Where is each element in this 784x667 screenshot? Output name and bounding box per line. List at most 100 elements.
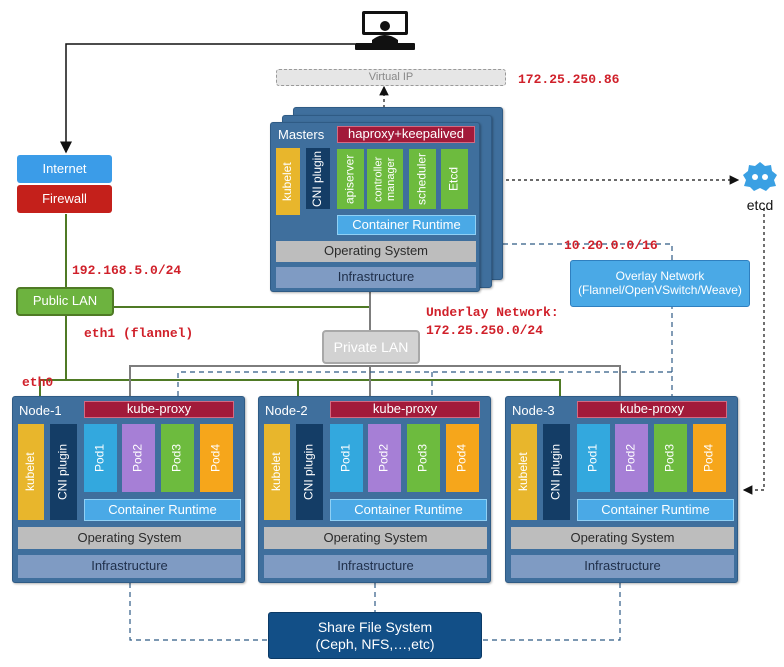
eth1-label: eth1 (flannel)	[84, 326, 194, 341]
infrastructure-label: Infrastructure	[584, 558, 661, 574]
pod4-box: Pod4	[693, 424, 726, 492]
private-lan-box: Private LAN	[322, 330, 420, 364]
virtual-ip-address: 172.25.250.86	[518, 72, 620, 87]
controller-manager-box: controller manager	[367, 149, 403, 209]
overlay-to-masters	[500, 243, 673, 260]
internet-label: Internet	[42, 160, 87, 176]
overlay-line2: (Flannel/OpenVSwitch/Weave)	[578, 282, 742, 297]
node-2-panel: Node-2 kube-proxy kubelet CNI plugin Pod…	[258, 396, 491, 583]
pod3-box: Pod3	[654, 424, 687, 492]
container-runtime-box: Container Runtime	[330, 499, 487, 521]
share-fs-line2: (Ceph, NFS,…,etc)	[315, 635, 435, 652]
infrastructure-label: Infrastructure	[337, 558, 414, 574]
masters-infra-label: Infrastructure	[337, 269, 415, 285]
controller-manager-label: controller manager	[372, 156, 397, 202]
kube-proxy-label: kube-proxy	[126, 401, 192, 417]
etcd-to-node3-line	[742, 208, 765, 495]
pod2-box: Pod2	[368, 424, 401, 492]
eth0-line	[40, 379, 561, 396]
container-runtime-label: Container Runtime	[601, 501, 710, 517]
public-lan-box: Public LAN	[16, 287, 114, 316]
masters-cni-label: CNI plugin	[310, 150, 325, 207]
eth0-label: eth0	[22, 375, 54, 390]
pod1-label: Pod1	[338, 443, 353, 473]
pod3-box: Pod3	[161, 424, 194, 492]
infrastructure-box: Infrastructure	[264, 555, 487, 578]
pod3-label: Pod3	[169, 443, 184, 473]
haproxy-label: haproxy+keepalived	[348, 126, 464, 142]
masters-cni-plugin: CNI plugin	[306, 148, 330, 209]
private-lan-line	[129, 365, 621, 396]
infrastructure-label: Infrastructure	[91, 558, 168, 574]
container-runtime-box: Container Runtime	[577, 499, 734, 521]
pod1-box: Pod1	[84, 424, 117, 492]
internet-box: Internet	[17, 155, 112, 183]
infrastructure-box: Infrastructure	[511, 555, 734, 578]
firewall-label: Firewall	[42, 190, 87, 206]
scheduler-box: scheduler	[409, 149, 436, 209]
apiserver-box: apiserver	[337, 149, 364, 209]
masters-operating-system: Operating System	[276, 241, 476, 262]
underlay-line2: 172.25.250.0/24	[426, 323, 544, 338]
kube-proxy-box: kube-proxy	[577, 401, 727, 418]
share-file-system-box: Share File System (Ceph, NFS,…,etc)	[268, 612, 482, 659]
infrastructure-box: Infrastructure	[18, 555, 241, 578]
kubelet-label: kubelet	[516, 452, 531, 492]
kube-proxy-label: kube-proxy	[619, 401, 685, 417]
cni-plugin-box: CNI plugin	[296, 424, 323, 520]
pod4-label: Pod4	[454, 443, 469, 473]
etcd-logo: etcd	[740, 160, 780, 213]
kubelet-box: kubelet	[18, 424, 44, 520]
cni-plugin-label: CNI plugin	[301, 443, 316, 501]
container-runtime-label: Container Runtime	[354, 501, 463, 517]
pod2-label: Pod2	[130, 443, 145, 473]
etcd-logo-label: etcd	[746, 197, 774, 213]
masters-kubelet-label: kubelet	[280, 162, 295, 201]
etcd-icon	[743, 162, 777, 191]
kube-proxy-box: kube-proxy	[84, 401, 234, 418]
masters-os-label: Operating System	[323, 243, 429, 259]
container-runtime-box: Container Runtime	[84, 499, 241, 521]
operating-system-label: Operating System	[323, 529, 428, 545]
public-lan-subnet: 192.168.5.0/24	[72, 263, 182, 278]
node-3-panel: Node-3 kube-proxy kubelet CNI plugin Pod…	[505, 396, 738, 583]
cni-plugin-label: CNI plugin	[548, 443, 563, 501]
operating-system-label: Operating System	[570, 529, 675, 545]
node-title: Node-1	[19, 403, 62, 418]
pod1-label: Pod1	[92, 443, 107, 473]
node1-to-fs	[129, 583, 268, 641]
pod3-label: Pod3	[415, 443, 430, 473]
operating-system-box: Operating System	[264, 527, 487, 549]
pod1-label: Pod1	[585, 443, 600, 473]
pod2-label: Pod2	[623, 443, 638, 473]
etcd-component-box: Etcd	[441, 149, 468, 209]
masters-container-runtime: Container Runtime	[337, 215, 476, 235]
masters-kubelet: kubelet	[276, 148, 300, 215]
pod4-box: Pod4	[200, 424, 233, 492]
virtual-ip-box: Virtual IP	[276, 69, 506, 86]
pod3-box: Pod3	[407, 424, 440, 492]
pod4-box: Pod4	[446, 424, 479, 492]
masters-panel: Masters haproxy+keepalived kubelet CNI p…	[270, 122, 480, 292]
node-title: Node-2	[265, 403, 308, 418]
kube-proxy-box: kube-proxy	[330, 401, 480, 418]
masters-runtime-label: Container Runtime	[352, 216, 461, 232]
pod4-label: Pod4	[208, 443, 223, 473]
overlay-subnet: 10.20.0.0/16	[564, 238, 658, 253]
overlay-line1: Overlay Network	[615, 268, 705, 283]
cni-plugin-box: CNI plugin	[543, 424, 570, 520]
kubelet-label: kubelet	[23, 452, 38, 492]
user-to-internet-line	[60, 43, 355, 154]
overlay-line	[177, 371, 673, 396]
firewall-box: Firewall	[17, 185, 112, 213]
node-title: Node-3	[512, 403, 555, 418]
cni-plugin-label: CNI plugin	[55, 443, 70, 501]
pod2-label: Pod2	[376, 443, 391, 473]
etcd-component-label: Etcd	[446, 167, 461, 192]
pod1-box: Pod1	[330, 424, 363, 492]
container-runtime-label: Container Runtime	[108, 501, 217, 517]
node3-to-fs	[482, 583, 621, 641]
share-fs-line1: Share File System	[317, 619, 433, 636]
operating-system-label: Operating System	[77, 529, 182, 545]
